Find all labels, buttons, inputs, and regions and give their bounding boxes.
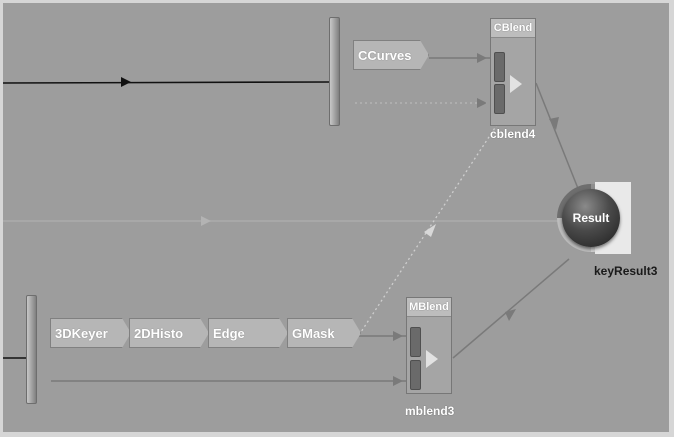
output-arrow-icon[interactable] [426,350,438,368]
wire-arrow-icon [505,309,516,321]
connection-wires [3,53,582,386]
node-3dkeyer-label: 3DKeyer [55,326,108,341]
node-cblend[interactable]: CBlend [490,18,536,126]
result-button[interactable]: Result [562,189,620,247]
wire-gmask-cblend-dotted [358,107,509,336]
input-port-icon[interactable] [410,327,421,357]
node-edge[interactable]: Edge [208,318,288,348]
wire-cblend-result [535,82,582,197]
node-3dkeyer[interactable]: 3DKeyer [50,318,131,348]
wire-arrow-icon [424,224,436,237]
result-name-label: keyResult3 [594,264,658,278]
input-bar-top[interactable] [329,17,340,126]
input-bar-bottom[interactable] [26,295,37,404]
node-gmask-label: GMask [292,326,335,341]
input-port-icon[interactable] [494,84,505,114]
wire-arrow-icon [477,98,487,108]
node-mblend[interactable]: MBlend [406,297,452,394]
node-edge-label: Edge [213,326,245,341]
mblend-name-label: mblend3 [405,404,455,418]
result-label: Result [572,211,610,225]
wire-arrow-icon [393,331,403,341]
wire-arrow-icon [477,53,487,63]
mblend-header: MBlend [407,298,451,317]
cblend-name-label: cblend4 [490,127,536,141]
node-ccurves-label: CCurves [358,48,412,63]
wire-arrow-icon [121,77,131,87]
node-ccurves[interactable]: CCurves [353,40,429,70]
wire-arrow-icon [549,117,559,130]
output-arrow-icon[interactable] [510,75,522,93]
node-graph-canvas[interactable]: CCurves 3DKeyer 2DHisto Edge GMask CBlen… [3,3,669,432]
wire-mblend-result [452,258,570,359]
node-2dhisto[interactable]: 2DHisto [129,318,209,348]
node-2dhisto-label: 2DHisto [134,326,184,341]
node-gmask[interactable]: GMask [287,318,361,348]
wire-arrow-icon [393,376,403,386]
wire-arrow-icon [201,216,211,226]
input-port-icon[interactable] [494,52,505,82]
cblend-header: CBlend [491,19,535,38]
wire-top-input [3,81,331,84]
input-port-icon[interactable] [410,360,421,390]
node-result[interactable]: Result [551,178,631,258]
